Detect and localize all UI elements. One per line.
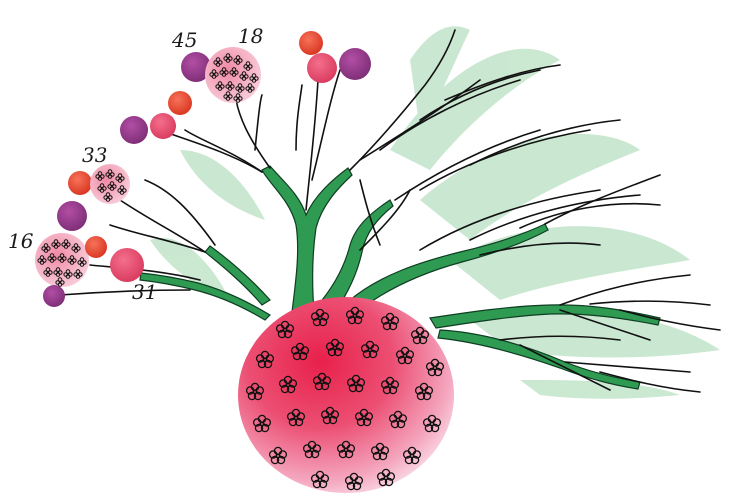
flower-rose <box>110 248 144 282</box>
label-18: 18 <box>238 24 263 48</box>
label-45: 45 <box>171 28 197 52</box>
label-31: 31 <box>132 280 157 304</box>
large-flower-ball <box>238 297 454 493</box>
flower-orange <box>68 171 92 195</box>
flower-purple <box>57 201 87 231</box>
label-16: 16 <box>8 229 34 253</box>
flower-purple <box>43 285 65 307</box>
flower-rose <box>307 53 337 83</box>
flower-purple <box>120 116 148 144</box>
flower-orange <box>85 236 107 258</box>
label-33: 33 <box>82 143 107 167</box>
flower-rose <box>150 113 176 139</box>
flower-orange <box>299 31 323 55</box>
flower-purple <box>339 48 371 80</box>
flower-orange <box>168 91 192 115</box>
